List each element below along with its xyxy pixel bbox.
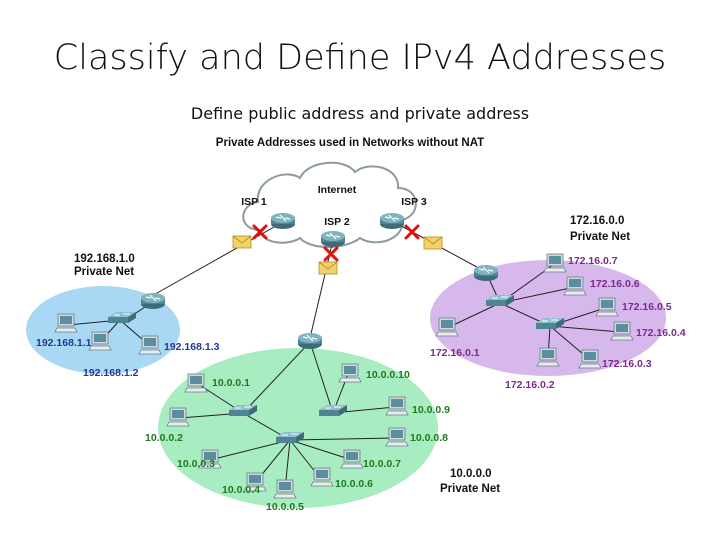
pc-10-0-0-7 (340, 449, 364, 469)
pc-172-16-0-6 (563, 276, 587, 296)
bottom-router (297, 332, 323, 350)
pc-172-16-0-2 (536, 347, 560, 367)
host-label: 10.0.0.7 (363, 458, 401, 470)
isp3-label: ISP 3 (401, 196, 427, 208)
isp1-router (270, 212, 296, 230)
pc-192-168-1-3 (138, 335, 162, 355)
pc-192-168-1-2 (88, 331, 112, 351)
slide-title: Classify and Define IPv4 Addresses (53, 38, 667, 78)
pc-172-16-0-3 (578, 349, 602, 369)
pc-172-16-0-5 (595, 297, 619, 317)
host-label: 172.16.0.7 (568, 255, 618, 267)
host-label: 10.0.0.9 (412, 404, 450, 416)
right-router (473, 264, 499, 282)
isp2-router (320, 230, 346, 248)
pc-10-0-0-9 (385, 396, 409, 416)
isp1-label: ISP 1 (241, 196, 267, 208)
host-label: 172.16.0.2 (505, 379, 555, 391)
host-label: 10.0.0.1 (212, 377, 250, 389)
bottom-net-address: 10.0.0.0 (450, 468, 492, 480)
pc-10-0-0-10 (338, 363, 362, 383)
packet-envelope-isp1 (232, 235, 252, 249)
slide-subtitle: Define public address and private addres… (190, 104, 530, 123)
host-label: 172.16.0.6 (590, 278, 640, 290)
host-label: 10.0.0.4 (222, 484, 260, 496)
right-net-address: 172.16.0.0 (570, 215, 624, 227)
host-label: 172.16.0.5 (622, 301, 672, 313)
pc-10-0-0-5 (273, 479, 297, 499)
host-label: 172.16.0.4 (636, 327, 686, 339)
host-label: 10.0.0.6 (335, 478, 373, 490)
host-label: 172.16.0.1 (430, 347, 480, 359)
host-label: 10.0.0.2 (145, 432, 183, 444)
pc-172-16-0-4 (610, 321, 634, 341)
pc-10-0-0-1 (184, 373, 208, 393)
host-label: 192.168.1.2 (83, 367, 139, 379)
packet-envelope-isp3 (423, 236, 443, 250)
pc-172-16-0-7 (543, 253, 567, 273)
pc-10-0-0-2 (166, 407, 190, 427)
packet-envelope-isp2 (318, 261, 338, 275)
pc-192-168-1-1 (54, 313, 78, 333)
host-label: 10.0.0.3 (177, 458, 215, 470)
right-net-caption: Private Net (570, 231, 630, 243)
pc-172-16-0-1 (435, 317, 459, 337)
bottom-private-zone (158, 348, 438, 508)
left-net-address: 192.168.1.0 (74, 253, 135, 265)
pc-10-0-0-8 (385, 427, 409, 447)
isp3-router (379, 212, 405, 230)
isp2-label: ISP 2 (324, 216, 350, 228)
host-label: 10.0.0.10 (366, 369, 410, 381)
host-label: 172.16.0.3 (602, 358, 652, 370)
cloud-label: Internet (318, 184, 357, 196)
pc-10-0-0-6 (310, 467, 334, 487)
host-label: 192.168.1.3 (164, 341, 220, 353)
bottom-net-caption: Private Net (440, 483, 500, 495)
host-label: 192.168.1.1 (36, 337, 92, 349)
blocked-x-icon-isp3 (404, 224, 420, 240)
diagram-header: Private Addresses used in Networks witho… (216, 137, 484, 149)
host-label: 10.0.0.5 (266, 501, 304, 513)
left-router (140, 292, 166, 310)
host-label: 10.0.0.8 (410, 432, 448, 444)
left-net-caption: Private Net (74, 266, 134, 278)
